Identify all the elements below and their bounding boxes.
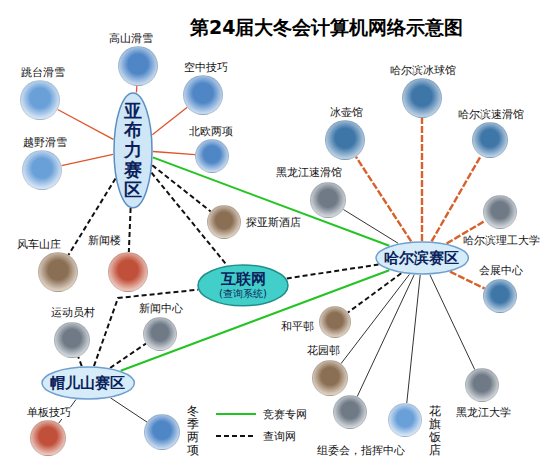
venue-photo: 探亚斯酒店 xyxy=(207,205,241,239)
venue-label: 会展中心 xyxy=(478,265,524,278)
venue-label: 组委会，指挥中心 xyxy=(316,445,406,458)
zone-oval-outline xyxy=(198,265,288,306)
network-link xyxy=(357,275,414,397)
venue-label: 运动员村 xyxy=(50,307,96,320)
network-link xyxy=(430,275,475,370)
venue-photo: 组委会，指挥中心 xyxy=(333,395,367,429)
venue-label: 空中技巧 xyxy=(183,62,229,75)
network-link xyxy=(348,273,401,312)
venue-label: 新闻中心 xyxy=(138,303,184,316)
legend-line-sample xyxy=(215,431,257,441)
zone-oval: 哈尔滨赛区 xyxy=(375,241,469,275)
venue-label: 黑龙江大学 xyxy=(455,407,512,420)
venue-photo: 高山滑雪 xyxy=(118,46,158,86)
venue-label: 风车山庄 xyxy=(16,239,62,252)
zone-name: 哈尔滨赛区 xyxy=(384,249,459,267)
venue-label: 跳台滑雪 xyxy=(20,67,66,80)
zone-oval: 互联网(查询系统) xyxy=(197,264,289,307)
venue-photo: 空中技巧 xyxy=(183,75,223,115)
legend-label: 竞赛专网 xyxy=(263,407,307,422)
venue-photo: 单板技巧 xyxy=(30,420,66,456)
legend-row: 查询网 xyxy=(215,427,307,445)
zone-label: 哈尔滨赛区 xyxy=(384,249,459,267)
network-link xyxy=(421,118,423,241)
venue-label: 新闻楼 xyxy=(87,235,122,248)
venue-photo: 会展中心 xyxy=(483,279,517,313)
diagram-title: 第24届大冬会计算机网络示意图 xyxy=(190,15,463,41)
venue-photo: 哈尔滨理工大学 xyxy=(483,195,517,229)
venue-photo: 花园邨 xyxy=(312,360,348,396)
venue-label: 冰壶馆 xyxy=(329,107,364,120)
zone-name: 互联网 xyxy=(221,270,266,288)
zone-oval-outline xyxy=(376,242,468,274)
network-link xyxy=(78,357,81,366)
network-link xyxy=(153,157,389,245)
venue-label: 哈尔滨冰球馆 xyxy=(389,65,457,78)
venue-photo: 冬季两项 xyxy=(144,414,180,450)
zone-label: 亚布力赛区 xyxy=(124,101,142,200)
network-link xyxy=(341,274,409,363)
legend: 竞赛专网查询网 xyxy=(215,405,307,449)
network-link xyxy=(111,398,147,422)
venue-label: 哈尔滨理工大学 xyxy=(462,235,541,248)
venue-photo: 新闻楼 xyxy=(108,252,148,292)
venue-photo: 哈尔滨冰球馆 xyxy=(402,78,442,118)
venue-label: 单板技巧 xyxy=(26,407,72,420)
venue-label: 北欧两项 xyxy=(188,126,234,139)
network-link xyxy=(121,270,390,371)
network-link xyxy=(58,109,114,139)
zone-name: 帽儿山赛区 xyxy=(50,374,125,392)
venue-label: 探亚斯酒店 xyxy=(245,217,302,230)
venue-photo: 跳台滑雪 xyxy=(20,80,60,120)
legend-line-sample xyxy=(215,409,257,419)
zone-name: (查询系统) xyxy=(219,288,267,300)
venue-photo: 花旗饭店 xyxy=(388,403,422,437)
venue-photo: 黑龙江速滑馆 xyxy=(310,182,346,218)
venue-photo: 哈尔滨速滑馆 xyxy=(472,122,508,158)
network-link xyxy=(407,275,420,403)
network-link xyxy=(152,107,187,134)
zone-oval-outline xyxy=(42,367,134,399)
network-link xyxy=(94,290,198,366)
network-link xyxy=(129,208,131,252)
network-link xyxy=(136,86,138,92)
venue-photo: 新闻中心 xyxy=(143,317,177,351)
venue-label: 冬季两项 xyxy=(186,404,200,459)
zone-oval: 亚布力赛区 xyxy=(113,92,153,209)
venue-label: 花旗饭店 xyxy=(428,404,442,459)
network-link xyxy=(62,154,114,165)
network-link xyxy=(110,344,146,368)
venue-label: 黑龙江速滑馆 xyxy=(275,167,343,180)
zone-oval: 帽儿山赛区 xyxy=(41,366,135,400)
zone-name: 亚布力赛区 xyxy=(124,101,142,200)
venue-photo: 运动员村 xyxy=(54,322,90,358)
network-link xyxy=(153,152,195,155)
network-link xyxy=(152,165,210,211)
network-link xyxy=(356,157,411,242)
venue-photo: 和平邨 xyxy=(319,306,351,338)
venue-photo: 冰壶馆 xyxy=(325,120,365,160)
venue-photo: 黑龙江大学 xyxy=(465,368,499,402)
network-link xyxy=(287,265,379,279)
venue-photo: 北欧两项 xyxy=(195,139,229,173)
venue-photo: 风车山庄 xyxy=(38,252,78,292)
network-link xyxy=(343,209,398,243)
legend-row: 竞赛专网 xyxy=(215,405,307,423)
venue-label: 高山滑雪 xyxy=(108,33,154,46)
venue-label: 和平邨 xyxy=(280,321,315,334)
zone-oval-outline xyxy=(114,93,152,208)
venue-label: 越野滑雪 xyxy=(22,137,68,150)
venue-label: 哈尔滨速滑馆 xyxy=(457,109,525,122)
venue-label: 花园邨 xyxy=(306,345,341,358)
zone-label: 互联网(查询系统) xyxy=(219,270,267,300)
venue-photo: 越野滑雪 xyxy=(22,150,62,190)
legend-label: 查询网 xyxy=(263,429,296,444)
zone-label: 帽儿山赛区 xyxy=(50,374,125,392)
